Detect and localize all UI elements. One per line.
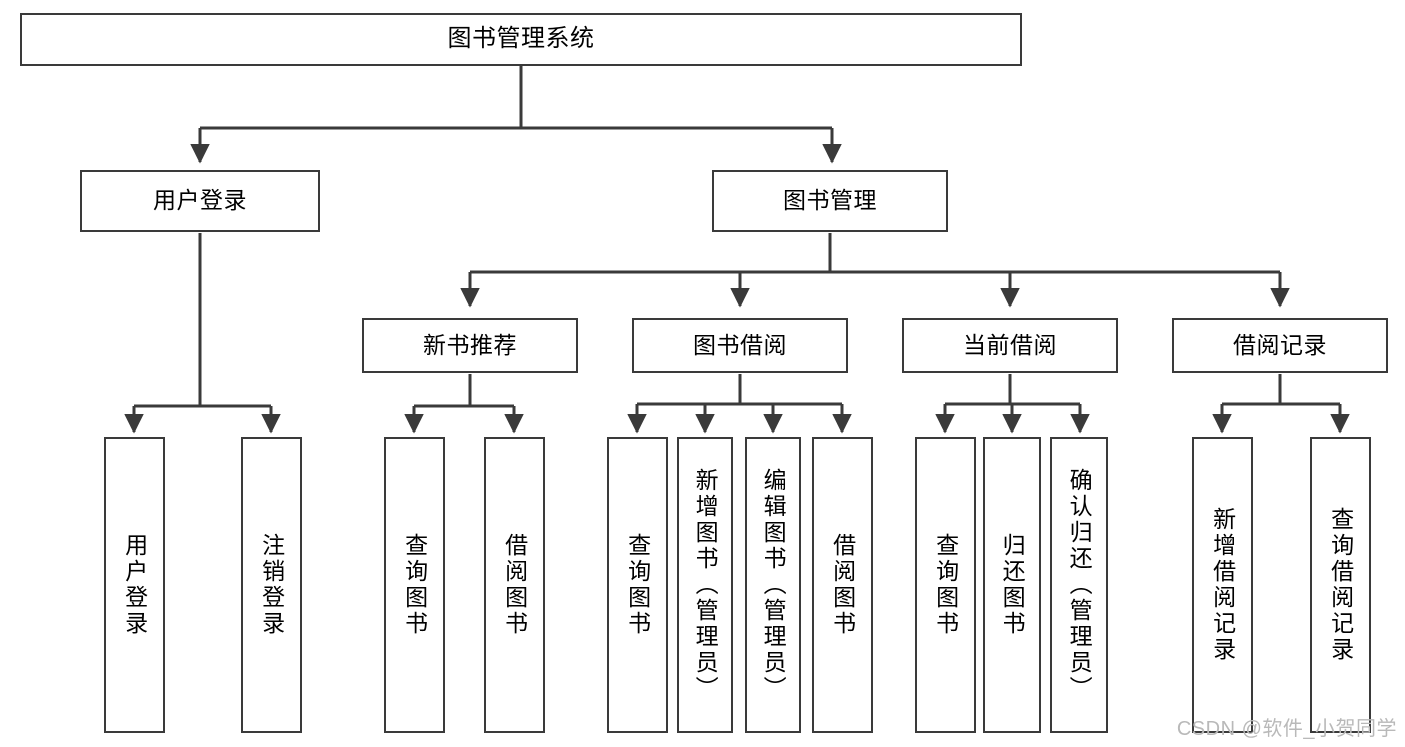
node-label: 归还图书: [999, 533, 1026, 637]
leaf-query-book-current[interactable]: 查询图书: [915, 437, 976, 733]
leaf-borrow-book-new-recommend[interactable]: 借阅图书: [484, 437, 545, 733]
node-label: 借阅图书: [829, 533, 856, 637]
leaf-user-login[interactable]: 用户登录: [104, 437, 165, 733]
leaf-borrow-book-borrow[interactable]: 借阅图书: [812, 437, 873, 733]
leaf-query-borrow-record[interactable]: 查询借阅记录: [1310, 437, 1371, 733]
node-label: 新增借阅记录: [1209, 507, 1236, 663]
node-user-login[interactable]: 用户登录: [80, 170, 320, 232]
leaf-add-borrow-record[interactable]: 新增借阅记录: [1192, 437, 1253, 733]
node-label: 用户登录: [121, 533, 148, 637]
node-label: 用户登录: [153, 187, 247, 214]
node-label: 图书借阅: [693, 331, 787, 358]
node-label: 新书推荐: [423, 331, 517, 358]
node-book-management[interactable]: 图书管理: [712, 170, 948, 232]
csdn-watermark: CSDN @软件_小贺同学: [1176, 718, 1397, 740]
node-label: 新增图书（管理员）: [692, 468, 719, 702]
node-label: 当前借阅: [963, 331, 1057, 358]
node-label: 确认归还（管理员）: [1066, 468, 1093, 702]
node-label: 注销登录: [258, 533, 285, 637]
leaf-query-book-borrow[interactable]: 查询图书: [607, 437, 668, 733]
node-root-book-management-system[interactable]: 图书管理系统: [20, 13, 1022, 66]
leaf-return-book[interactable]: 归还图书: [983, 437, 1041, 733]
node-current-borrow[interactable]: 当前借阅: [902, 318, 1118, 373]
node-label: 图书管理: [783, 187, 877, 214]
node-label: 借阅图书: [501, 533, 528, 637]
leaf-logout-login[interactable]: 注销登录: [241, 437, 302, 733]
node-borrow-record[interactable]: 借阅记录: [1172, 318, 1388, 373]
node-new-book-recommend[interactable]: 新书推荐: [362, 318, 578, 373]
node-label: 查询图书: [624, 533, 651, 637]
leaf-edit-book-admin[interactable]: 编辑图书（管理员）: [745, 437, 801, 733]
node-label: 查询借阅记录: [1327, 507, 1354, 663]
node-label: 图书管理系统: [447, 25, 595, 53]
leaf-confirm-return-admin[interactable]: 确认归还（管理员）: [1050, 437, 1108, 733]
leaf-query-book-new-recommend[interactable]: 查询图书: [384, 437, 445, 733]
leaf-add-book-admin[interactable]: 新增图书（管理员）: [677, 437, 733, 733]
node-label: 查询图书: [932, 533, 959, 637]
node-label: 编辑图书（管理员）: [760, 468, 787, 702]
node-label: 借阅记录: [1233, 331, 1327, 358]
node-book-borrow[interactable]: 图书借阅: [632, 318, 848, 373]
node-label: 查询图书: [401, 533, 428, 637]
